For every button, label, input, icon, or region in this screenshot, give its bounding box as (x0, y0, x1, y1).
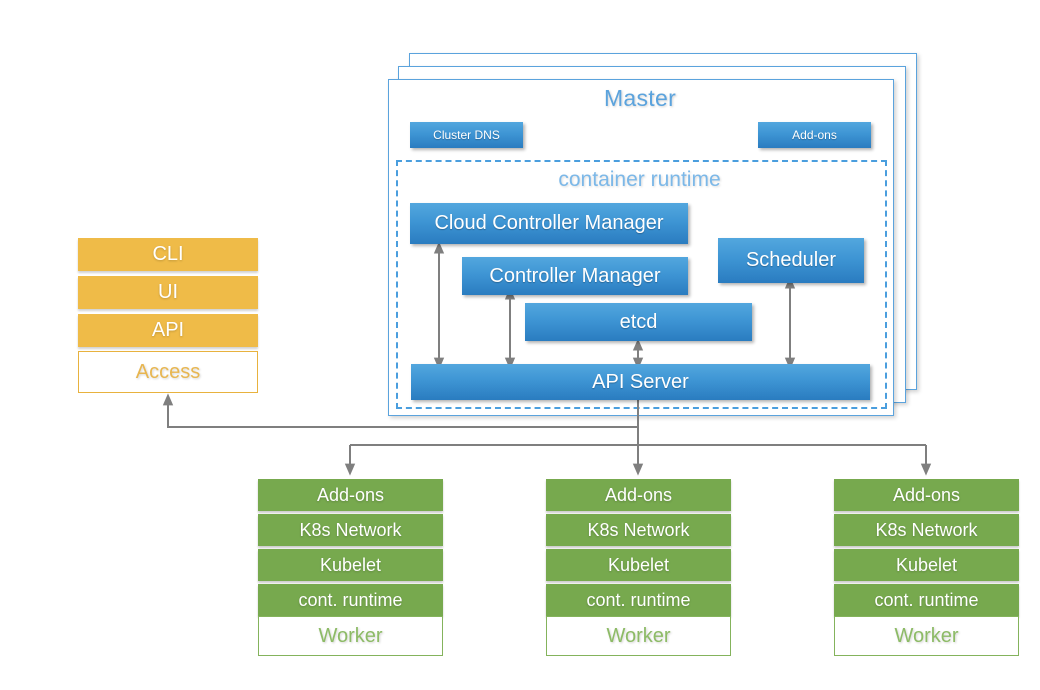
worker-layer-kubelet[interactable]: Kubelet (546, 549, 731, 581)
worker-footer-label: Worker (834, 616, 1019, 656)
scheduler-box[interactable]: Scheduler (718, 238, 864, 283)
access-layer-cli[interactable]: CLI (78, 238, 258, 271)
worker-layer-add-ons[interactable]: Add-ons (258, 479, 443, 511)
api-server-box[interactable]: API Server (411, 364, 870, 400)
access-footer-label: Access (78, 351, 258, 393)
cloud-controller-manager-box[interactable]: Cloud Controller Manager (410, 203, 688, 244)
worker-layer-kubelet[interactable]: Kubelet (834, 549, 1019, 581)
worker-layer-cont-runtime[interactable]: cont. runtime (258, 584, 443, 616)
container-runtime-title: container runtime (558, 168, 721, 191)
etcd-box[interactable]: etcd (525, 303, 752, 341)
worker-layer-k8s-network[interactable]: K8s Network (258, 514, 443, 546)
container-runtime-box (396, 160, 887, 409)
worker-footer-label: Worker (546, 616, 731, 656)
master-add-ons-box[interactable]: Add-ons (758, 122, 871, 148)
master-title: Master (603, 85, 677, 111)
controller-manager-box[interactable]: Controller Manager (462, 257, 688, 295)
worker-node-1: Add-ons K8s Network Kubelet cont. runtim… (258, 479, 443, 656)
worker-layer-kubelet[interactable]: Kubelet (258, 549, 443, 581)
worker-layer-k8s-network[interactable]: K8s Network (834, 514, 1019, 546)
worker-footer-label: Worker (258, 616, 443, 656)
access-group: CLI UI API Access (78, 238, 258, 393)
worker-layer-k8s-network[interactable]: K8s Network (546, 514, 731, 546)
access-layer-ui[interactable]: UI (78, 276, 258, 309)
cluster-dns-box[interactable]: Cluster DNS (410, 122, 523, 148)
worker-node-2: Add-ons K8s Network Kubelet cont. runtim… (546, 479, 731, 656)
access-layer-api[interactable]: API (78, 314, 258, 347)
worker-layer-add-ons[interactable]: Add-ons (546, 479, 731, 511)
worker-node-3: Add-ons K8s Network Kubelet cont. runtim… (834, 479, 1019, 656)
worker-layer-add-ons[interactable]: Add-ons (834, 479, 1019, 511)
worker-layer-cont-runtime[interactable]: cont. runtime (546, 584, 731, 616)
worker-layer-cont-runtime[interactable]: cont. runtime (834, 584, 1019, 616)
